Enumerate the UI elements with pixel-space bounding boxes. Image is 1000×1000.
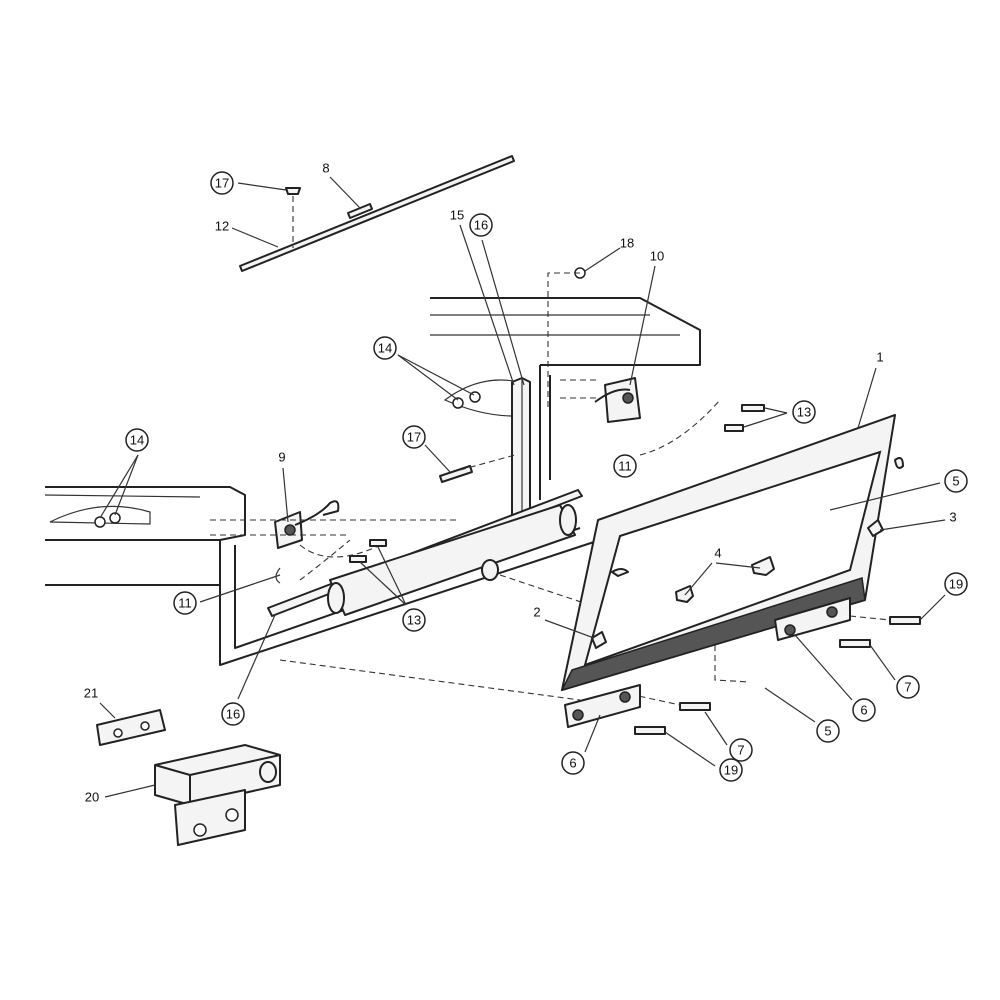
callout-16: 16 (474, 218, 488, 233)
callout-15: 15 (450, 208, 464, 223)
callout-13: 13 (407, 613, 421, 628)
callout-7: 7 (737, 743, 744, 758)
hinges-part-6 (564, 597, 851, 728)
callout-1: 1 (876, 350, 883, 365)
callout-21: 21 (84, 686, 98, 701)
callout-9: 9 (278, 450, 285, 465)
screws (94, 267, 921, 735)
callout-14: 14 (378, 341, 392, 356)
callout-3: 3 (949, 510, 956, 525)
callout-14: 14 (130, 433, 144, 448)
callout-5: 5 (824, 724, 831, 739)
tailgate-frame-part-1 (560, 414, 904, 692)
callout-labels: 17 8 12 15 16 18 10 14 1 14 17 13 11 9 5… (84, 161, 968, 805)
latch-part-10 (594, 377, 721, 456)
callout-2: 2 (533, 605, 540, 620)
callout-17: 17 (215, 176, 229, 191)
bracket-part-20 (154, 744, 281, 846)
callout-10: 10 (650, 249, 664, 264)
callout-11: 11 (178, 596, 192, 611)
callout-17: 17 (407, 430, 421, 445)
leader-lines (99, 176, 946, 798)
hinge-rod (267, 489, 583, 617)
plate-part-21 (96, 709, 166, 746)
callout-16: 16 (226, 707, 240, 722)
callout-11: 11 (618, 459, 632, 474)
post-part-15 (511, 377, 531, 525)
callout-4: 4 (714, 546, 721, 561)
callout-6: 6 (569, 756, 576, 771)
callout-12: 12 (215, 219, 229, 234)
callout-18: 18 (620, 236, 634, 251)
callout-20: 20 (85, 790, 99, 805)
latch-part-9 (274, 500, 386, 584)
table-right (430, 297, 701, 500)
callout-5: 5 (952, 474, 959, 489)
callout-13: 13 (797, 405, 811, 420)
callout-19: 19 (724, 763, 738, 778)
callout-6: 6 (860, 703, 867, 718)
callout-19: 19 (949, 577, 963, 592)
strip-part-12 (239, 155, 515, 272)
callout-7: 7 (904, 680, 911, 695)
callout-8: 8 (322, 161, 329, 176)
